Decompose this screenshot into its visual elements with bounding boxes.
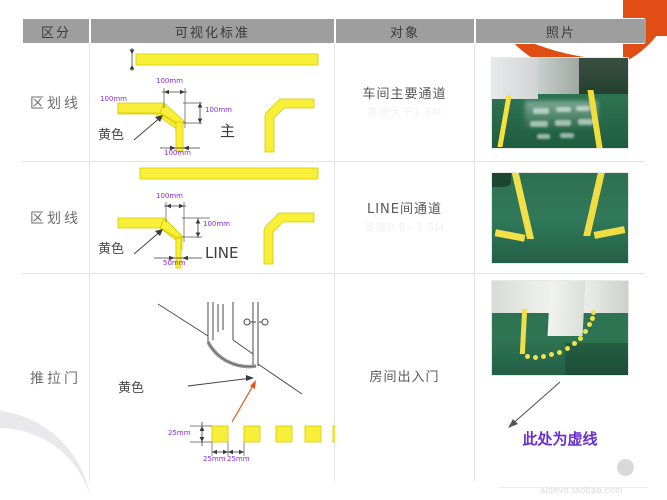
watermark-text: aidovo.taobao.com xyxy=(540,485,623,495)
row1-dim-top: 100mm xyxy=(100,95,127,103)
row1-object-cell: 车间主要通道 宽度大于1.5M xyxy=(335,44,475,161)
row1-category-label: 区划线 xyxy=(30,95,81,112)
header-cell-visual-standard: 可视化标准 xyxy=(91,19,336,43)
row1-diagram-svg xyxy=(117,48,319,153)
row2-object-main: LINE间通道 xyxy=(366,201,442,217)
standards-table: 区分 可视化标准 对象 照片 区划线 xyxy=(22,18,646,483)
row2-photo xyxy=(491,171,629,264)
row1-photo xyxy=(491,56,629,149)
row1-object-sub: 宽度大于1.5M xyxy=(367,106,442,120)
row3-diagram-cell: 黄色 25mm 25mm 25mm xyxy=(90,274,335,481)
row2-diagram: 100mm 100mm 50mm 黄色 LINE xyxy=(90,162,334,273)
row2-category-cell: 区划线 xyxy=(22,162,90,273)
row3-diagram-svg xyxy=(157,302,335,456)
row3-object-main: 房间出入门 xyxy=(369,369,440,385)
row3-yellow-label: 黄色 xyxy=(118,381,145,396)
row1-object-main: 车间主要通道 xyxy=(362,86,447,102)
row3-category-cell: 推拉门 xyxy=(22,274,90,481)
table-row: 区划线 xyxy=(22,162,645,274)
row2-diagram-cell: 100mm 100mm 50mm 黄色 LINE xyxy=(90,162,335,273)
row3-photo-cell: 此处为虚线 xyxy=(475,274,645,481)
row3-annotation-text: 此处为虚线 xyxy=(522,430,598,448)
row3-dim-pitch: 25mm xyxy=(227,455,250,463)
row3-object-cell: 房间出入门 xyxy=(335,274,475,481)
row2-line-label: LINE xyxy=(205,244,239,262)
header-cell-category: 区分 xyxy=(23,19,91,43)
row2-dim-stem: 50mm xyxy=(163,259,186,267)
row2-object-sub: 宽度0.8~1.5M xyxy=(364,221,445,235)
table-row: 推拉门 xyxy=(22,274,645,481)
row2-diagram-svg xyxy=(117,167,319,269)
table-row: 区划线 xyxy=(22,44,645,162)
row2-dim-height: 100mm xyxy=(203,220,230,228)
row2-photo-cell xyxy=(475,162,645,273)
row3-photo xyxy=(491,280,629,376)
row1-photo-cell xyxy=(475,44,645,161)
row3-dim-height: 25mm xyxy=(168,429,191,437)
row1-yellow-label: 黄色 xyxy=(98,128,125,143)
header-cell-photo: 照片 xyxy=(476,19,646,43)
table-header-row: 区分 可视化标准 对象 照片 xyxy=(22,18,646,44)
row2-object-cell: LINE间通道 宽度0.8~1.5M xyxy=(335,162,475,273)
row2-dim-width: 100mm xyxy=(156,192,183,200)
row1-diagram: 100mm 100mm 100mm 100mm 黄色 主 xyxy=(90,44,334,161)
watermark-rule xyxy=(499,487,647,488)
row1-dim-stem: 100mm xyxy=(164,149,191,157)
row1-diagram-cell: 100mm 100mm 100mm 100mm 黄色 主 xyxy=(90,44,335,161)
row1-category-cell: 区划线 xyxy=(22,44,90,161)
header-cell-object: 对象 xyxy=(336,19,476,43)
row3-annotation-arrow xyxy=(508,381,561,428)
row1-dim-width: 100mm xyxy=(156,77,183,85)
row1-dim-height: 100mm xyxy=(205,106,232,114)
row2-category-label: 区划线 xyxy=(30,210,81,227)
row3-category-label: 推拉门 xyxy=(30,370,81,387)
row3-dim-gap: 25mm xyxy=(203,455,226,463)
row1-main-label: 主 xyxy=(220,122,236,140)
decorative-dot xyxy=(617,459,634,476)
row3-diagram: 黄色 25mm 25mm 25mm xyxy=(90,274,335,481)
row2-yellow-label: 黄色 xyxy=(98,242,125,257)
